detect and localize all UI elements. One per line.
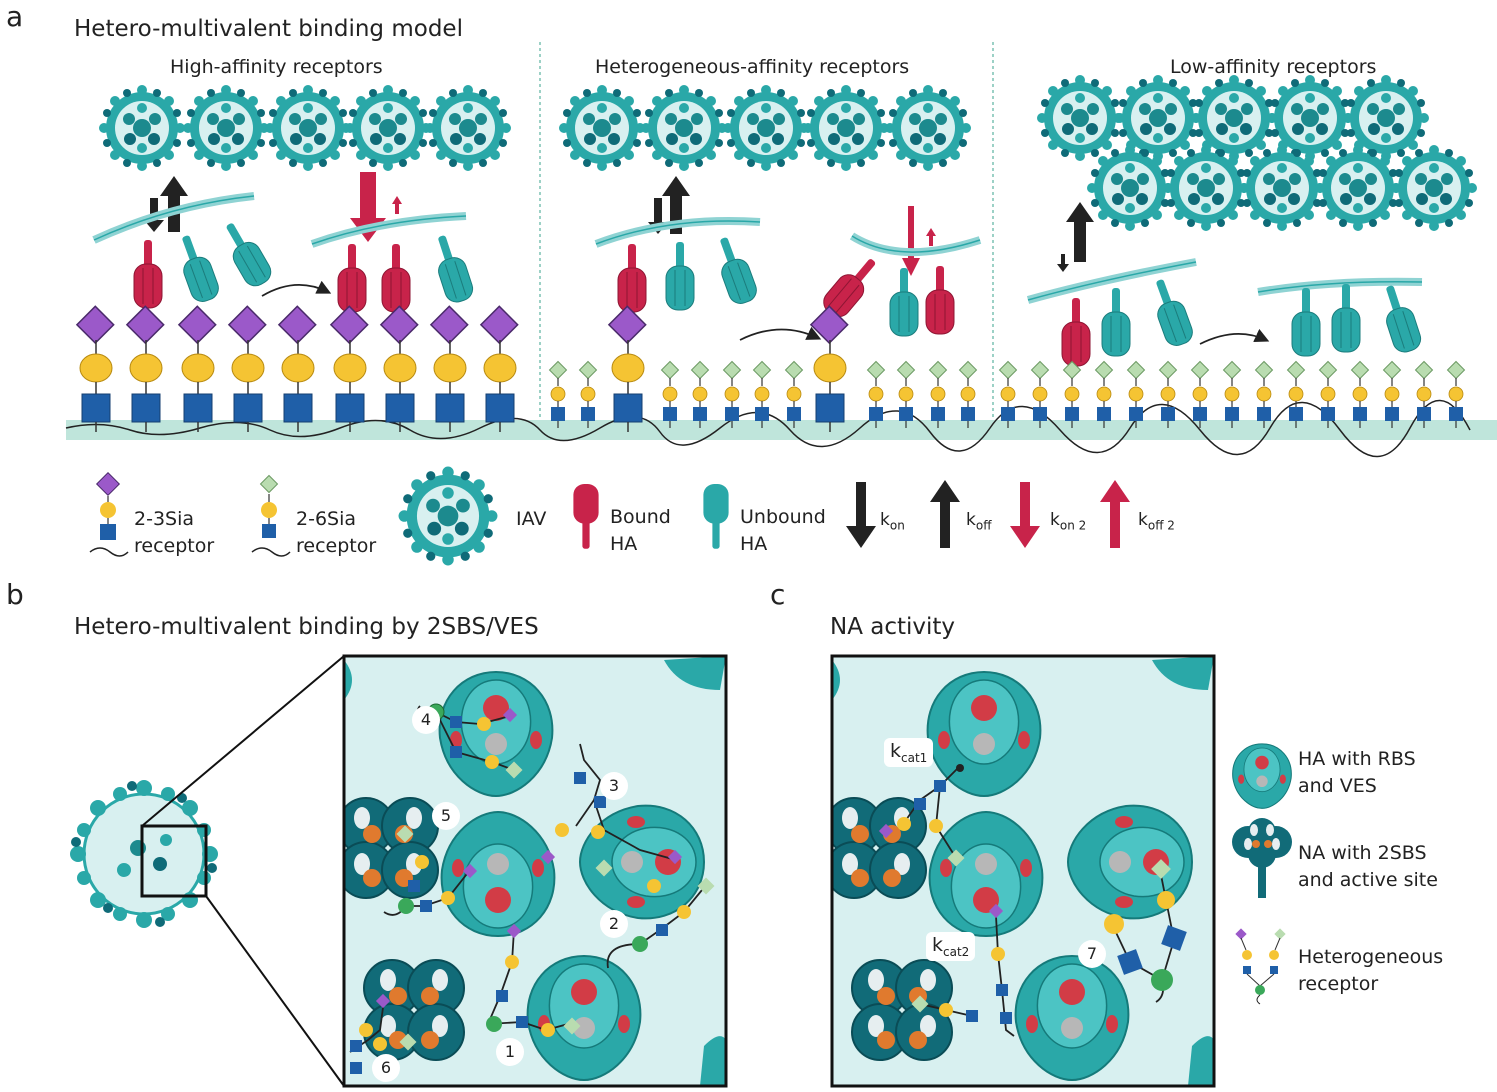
panel-a-title: Hetero-multivalent binding model <box>74 16 463 42</box>
legend-bound-ha-label: Bound HA <box>610 506 671 555</box>
sia23-receptors-section1 <box>76 305 519 433</box>
virus-row-high-affinity <box>99 85 511 171</box>
virion-surface-2 <box>310 212 477 313</box>
zoom-panel-b <box>342 654 728 1088</box>
zoom-line-top <box>141 655 345 827</box>
kcat1-label: kcat1 <box>884 738 934 767</box>
transition-arrow-3 <box>1199 328 1270 345</box>
legend-kon2-arrow-icon <box>1010 482 1040 548</box>
virion-surface-4 <box>818 232 982 337</box>
legend-sia26-label: 2-6Sia receptor <box>296 508 377 557</box>
legend-unbound-ha-label: Unbound HA <box>740 506 826 555</box>
legend-iav-icon <box>398 466 498 566</box>
legend-receptor-label: Heterogeneous receptor <box>1298 946 1444 995</box>
virion-overview <box>70 780 218 928</box>
section-heterogeneous-affinity-label: Heterogeneous-affinity receptors <box>595 56 910 78</box>
legend-bound-ha-icon <box>573 484 599 549</box>
zoom-line-bottom <box>205 895 345 1087</box>
site-number-4: 4 <box>412 706 440 734</box>
zoom-panel-c <box>830 654 1216 1088</box>
site-number-7: 7 <box>1078 940 1106 968</box>
legend-na-label: NA with 2SBS and active site <box>1298 842 1438 891</box>
section-low-affinity-label: Low-affinity receptors <box>1170 56 1377 78</box>
legend-sia23-icon <box>89 471 129 557</box>
legend-ha-label: HA with RBS and VES <box>1298 748 1416 797</box>
legend-kon-arrow-icon <box>846 482 876 548</box>
panel-b-letter: b <box>6 578 24 611</box>
legend-sia26-icon <box>251 474 291 557</box>
transition-arrow-2 <box>739 326 822 341</box>
virus-row-heterogeneous <box>559 85 971 171</box>
kcat2-label: kcat2 <box>926 932 976 961</box>
virion-surface-3 <box>594 216 761 313</box>
virion-surface-1 <box>92 192 276 309</box>
site-number-3: 3 <box>600 772 628 800</box>
section-high-affinity-label: High-affinity receptors <box>170 56 383 78</box>
site-number-6: 6 <box>372 1054 400 1082</box>
legend-koff2-arrow-icon <box>1100 480 1130 548</box>
membrane-lipid-chain <box>65 399 1471 458</box>
legend-heterogeneous-receptor-icon <box>1235 928 1286 1005</box>
legend-ha-top-icon <box>1232 743 1292 809</box>
legend-koff2-label: koff 2 <box>1138 510 1175 533</box>
legend-koff-label: koff <box>966 510 992 533</box>
legend-iav-label: IAV <box>516 508 547 530</box>
panel-b-title: Hetero-multivalent binding by 2SBS/VES <box>74 614 539 640</box>
virion-surface-5 <box>1026 258 1197 367</box>
site-number-1: 1 <box>496 1038 524 1066</box>
transition-arrow-1 <box>261 280 332 297</box>
virus-cluster-low-affinity <box>1037 75 1477 231</box>
kon-koff-arrows-section3 <box>1057 202 1094 272</box>
panel-a-letter: a <box>6 0 24 33</box>
legend-unbound-ha-icon <box>703 484 729 549</box>
panel-c-title: NA activity <box>830 614 956 640</box>
panel-c-letter: c <box>770 578 786 611</box>
zoom-box <box>140 824 208 898</box>
site-number-5: 5 <box>432 802 460 830</box>
legend-sia23-label: 2-3Sia receptor <box>134 508 215 557</box>
legend-koff-arrow-icon <box>930 480 960 548</box>
cell-membrane <box>66 420 1497 440</box>
kon-koff-arrows-section1 <box>144 176 188 232</box>
legend-kon2-label: kon 2 <box>1050 510 1087 533</box>
sia26-receptors-section3 <box>998 360 1466 429</box>
legend-kon-label: kon <box>880 510 905 533</box>
virion-surface-6 <box>1257 277 1425 357</box>
legend-na-icon <box>1232 818 1292 898</box>
site-number-2: 2 <box>600 910 628 938</box>
kon2-koff2-arrows-section2 <box>902 206 936 276</box>
